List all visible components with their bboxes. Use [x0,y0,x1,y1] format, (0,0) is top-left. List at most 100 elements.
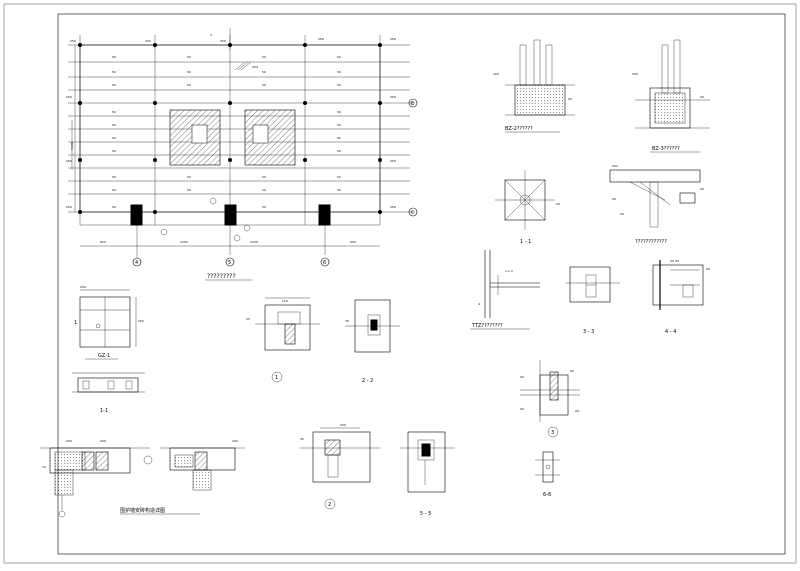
svg-text:250: 250 [390,159,396,163]
detail-1-title: 1 [275,375,278,381]
svg-text:110: 110 [282,299,288,303]
svg-text:50: 50 [187,83,191,87]
axis-bubble-5 [225,257,235,267]
svg-text:250: 250 [70,39,76,43]
section-1-1-title: 1 - 1 [520,239,531,245]
axis-bubble-4 [132,257,142,267]
svg-text:50: 50 [112,175,116,179]
gz-plan: 1 250 250 GZ-1 [74,285,144,360]
svg-text:XX: XX [570,369,574,373]
inner-frame [57,13,786,555]
svg-text:50: 50 [262,188,266,192]
axis-label-4: 4 [135,260,138,266]
detail-1-bubble [271,371,283,383]
svg-text:250: 250 [80,285,86,289]
svg-text:50: 50 [337,110,341,114]
svg-text:50: 50 [262,205,266,209]
svg-text:XX: XX [520,375,524,379]
svg-text:50: 50 [337,70,341,74]
svg-text:1200: 1200 [250,240,258,244]
svg-text:250: 250 [390,95,396,99]
svg-text:250: 250 [66,159,72,163]
svg-text:XX: XX [620,212,624,216]
section-3-3: 3 - 3 [565,266,620,335]
detail-5-5-title: 5 - 5 [420,511,431,517]
svg-text:4: 4 [478,302,480,306]
section-3-3-title: 3 - 3 [583,329,594,335]
svg-text:XX XX: XX XX [670,259,679,263]
svg-text:XX: XX [612,197,616,201]
plan-title: ????????? [207,273,236,280]
svg-text:35: 35 [300,437,304,441]
svg-text:50: 50 [262,70,266,74]
axis-bubble-6 [320,257,330,267]
svg-text:100: 100 [232,439,238,443]
svg-text:200: 200 [66,439,72,443]
svg-text:XXX: XXX [612,164,618,168]
svg-text:50: 50 [112,83,116,87]
detail-3-bubble [547,426,559,438]
svg-text:600: 600 [100,240,106,244]
svg-text:50: 50 [337,55,341,59]
svg-text:200: 200 [632,72,638,76]
svg-text:250: 250 [390,205,396,209]
svg-text:50: 50 [337,136,341,140]
svg-text:50: 50 [112,188,116,192]
svg-text:50: 50 [112,149,116,153]
svg-text:50: 50 [262,83,266,87]
svg-text:250: 250 [220,39,226,43]
section-6-6: 6-6 [535,451,560,498]
steel-joint-title: ???????????? [635,239,667,245]
svg-text:250: 250 [145,39,151,43]
detail-2-bubble [324,498,336,510]
svg-text:50: 50 [112,55,116,59]
axis-bubble-C [408,207,418,217]
wall-joint-detail: 200 200 70 100 围护墙安砖构造详图 [40,439,245,518]
axis-label-6: 6 [323,260,326,266]
svg-text:50: 50 [337,123,341,127]
svg-text:600: 600 [350,240,356,244]
ttz-detail: 1-1 X4 TTZ???????? [470,250,540,330]
svg-text:XX: XX [700,95,704,99]
svg-text:1: 1 [74,320,77,326]
svg-text:XX: XX [706,267,710,271]
detail-5-5: 5 - 5 [400,431,455,517]
section-4-4-title: 4 - 4 [665,329,676,335]
svg-text:XXX: XXX [252,65,258,69]
axis-label-5: 5 [228,260,231,266]
svg-text:200: 200 [100,439,106,443]
svg-text:2: 2 [210,33,212,37]
axis-label-E: E [411,101,414,107]
svg-text:XX: XX [568,97,572,101]
svg-text:XX: XX [700,187,704,191]
gz-plan-title: GZ-1 [98,353,110,359]
bz2-title: BZ-2?????? [505,126,533,132]
ttz-title: TTZ???????? [471,323,503,329]
svg-text:XX: XX [520,407,524,411]
wall-joint-title: 围护墙安砖构造详图 [120,507,165,514]
svg-text:200: 200 [340,423,346,427]
svg-text:250: 250 [66,205,72,209]
bz3-title: BZ-3?????? [652,146,680,152]
svg-text:50: 50 [337,83,341,87]
svg-text:50: 50 [262,55,266,59]
svg-text:50: 50 [112,205,116,209]
svg-text:70: 70 [42,465,46,469]
gz-section-title: 1-1 [100,408,108,414]
svg-text:1200: 1200 [180,240,188,244]
svg-text:50: 50 [187,70,191,74]
svg-text:50: 50 [337,175,341,179]
svg-text:30: 30 [345,319,349,323]
svg-text:50: 50 [112,110,116,114]
detail-2-2-title: 2 - 2 [362,378,373,384]
axis-label-C: C [411,210,415,216]
svg-text:250: 250 [66,95,72,99]
gz-section: 1-1 [72,372,145,414]
